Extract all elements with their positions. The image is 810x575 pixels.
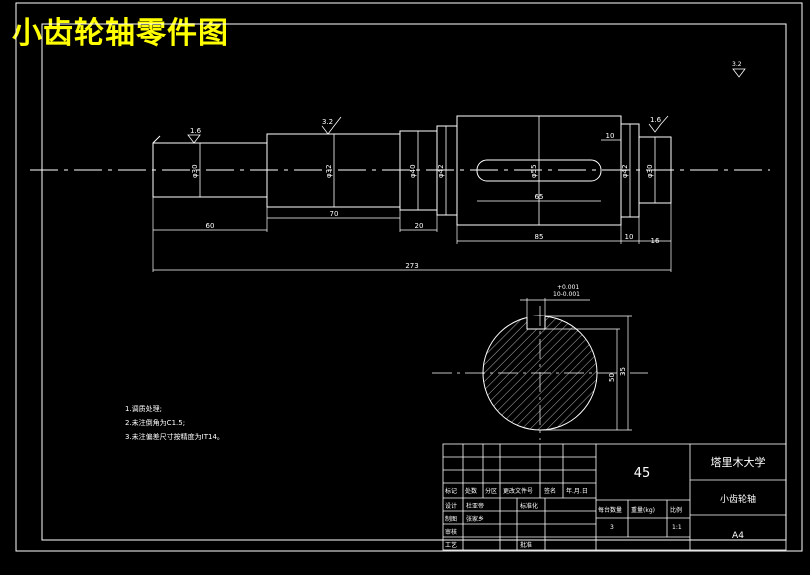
inner-frame <box>41 23 787 541</box>
outer-frame <box>15 2 803 552</box>
h-doc: 更改文件号 <box>503 487 533 495</box>
h-scale: 比例 <box>670 506 682 514</box>
roughness-3: 1.6 <box>650 116 662 124</box>
dim-85: 85 <box>535 233 544 241</box>
dim-phi42: φ42 <box>437 164 445 178</box>
dim-16: 16 <box>651 237 660 245</box>
university: 塔里木大学 <box>711 455 766 469</box>
length-dimension-lines <box>152 139 672 272</box>
process-label: 工艺 <box>445 541 457 549</box>
paper-size: A4 <box>732 531 744 541</box>
roughness-1: 1.6 <box>190 127 202 135</box>
h-sign: 签名 <box>544 487 556 495</box>
approve-label: 批准 <box>520 541 532 549</box>
part-name: 小齿轮轴 <box>720 493 756 505</box>
drawing-title: 小齿轮轴零件图 <box>12 16 229 51</box>
diameter-labels: φ30 φ32 φ40 φ42 φ55 φ42 φ30 <box>191 164 654 178</box>
dim-273: 273 <box>405 262 418 270</box>
qty-value: 3 <box>610 524 614 531</box>
dim-10b: 10 <box>625 233 634 241</box>
diameter-lines <box>199 116 656 225</box>
dim-phi30b: φ30 <box>646 164 654 178</box>
h-qty: 处数 <box>465 487 477 495</box>
dim-60: 60 <box>206 222 215 230</box>
h-date: 年.月.日 <box>566 487 588 495</box>
dim-10a: 10 <box>606 132 615 140</box>
tolerance-lower: 10-0.001 <box>553 291 580 298</box>
h-weight: 每台数量 <box>598 506 622 514</box>
technical-notes: 1.调质处理; 2.未注倒角为C1.5; 3.未注偏差尺寸按精度为IT14。 <box>125 404 224 441</box>
design-label: 设计 <box>445 502 457 510</box>
dim-phi55: φ55 <box>530 164 538 178</box>
note-1: 1.调质处理; <box>125 404 162 413</box>
tolerance-upper: +0.001 <box>557 284 579 291</box>
drafter: 张家乡 <box>466 515 484 523</box>
title-block-grid <box>442 443 787 551</box>
h-zone: 分区 <box>485 487 497 495</box>
review-label: 审核 <box>445 528 457 536</box>
section-dim-50: 50 <box>608 373 616 382</box>
dim-70: 70 <box>330 210 339 218</box>
designer: 杜亚帝 <box>466 502 484 510</box>
dim-65: 65 <box>535 193 544 201</box>
note-2: 2.未注倒角为C1.5; <box>125 418 185 427</box>
note-3: 3.未注偏差尺寸按精度为IT14。 <box>125 432 224 441</box>
h-mark: 标记 <box>445 487 457 495</box>
dim-20: 20 <box>415 222 424 230</box>
dim-phi32: φ32 <box>325 164 333 178</box>
title-block-text: 45 塔里木大学 小齿轮轴 A4 标记 处数 分区 更改文件号 签名 年.月.日… <box>445 455 766 549</box>
roughness-2: 3.2 <box>322 118 333 126</box>
drawing-label: 制图 <box>445 515 457 523</box>
dim-phi30a: φ30 <box>191 164 199 178</box>
dim-phi40: φ40 <box>409 164 417 178</box>
length-labels: 60 70 20 85 65 10 10 16 273 <box>206 132 660 270</box>
dim-phi42b: φ42 <box>621 164 629 178</box>
standard-label: 标准化 <box>520 502 538 510</box>
section-dim-2: 35 <box>619 367 627 376</box>
roughness-symbols <box>187 68 746 144</box>
scale-value: 1:1 <box>672 524 682 531</box>
cross-section <box>432 298 648 440</box>
h-mass: 重量(kg) <box>631 506 655 514</box>
material: 45 <box>634 466 651 481</box>
roughness-general: 3.2 <box>732 61 742 68</box>
